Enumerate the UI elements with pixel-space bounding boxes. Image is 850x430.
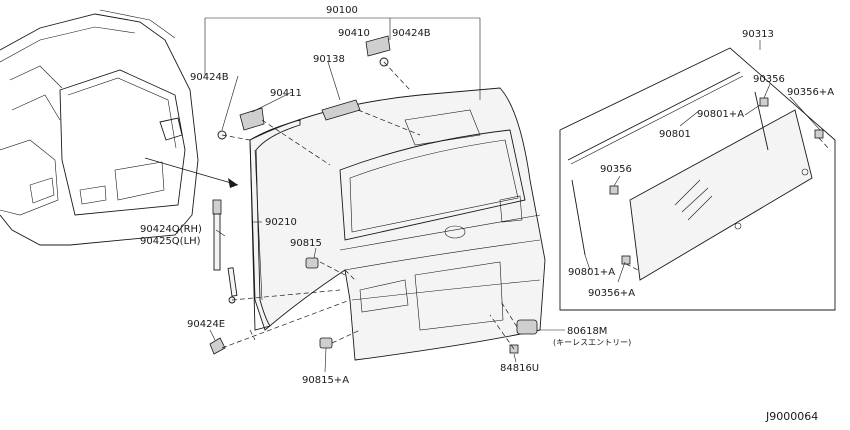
assembly-lines [221,61,518,350]
label-90801: 90801 [659,129,691,140]
stay-90424Q [212,199,238,304]
bumper-90815 [305,257,319,269]
label-90356-mid: 90356 [600,164,632,175]
label-90801A-bot: 90801+A [568,267,615,278]
label-90356-top: 90356 [753,74,785,85]
label-90356A-bot: 90356+A [588,288,635,299]
inner-trim-90210 [249,119,301,331]
label-90424E: 90424E [187,319,225,330]
label-90313: 90313 [742,29,774,40]
bumper-90424E [209,337,226,355]
label-90815: 90815 [290,238,322,249]
label-90425Q: 90425Q(LH) [140,236,201,247]
label-90100: 90100 [326,5,358,16]
hinge-90410 [365,35,391,67]
moulding-90801 [567,71,744,165]
label-80618M: 80618M [567,326,607,337]
direction-arrow [144,157,239,188]
bumper-90815A [319,337,333,349]
label-90424B-top: 90424B [392,28,431,39]
label-90138: 90138 [313,54,345,65]
label-90410: 90410 [338,28,370,39]
glass-box [559,47,836,311]
back-door-glass [629,109,813,281]
moulding-90801A-bot [571,179,586,256]
label-90424B-left: 90424B [190,72,229,83]
label-90424Q: 90424Q(RH) [140,224,202,235]
label-90801A-top: 90801+A [697,109,744,120]
sensor-80618M [516,319,538,335]
label-90356A-top: 90356+A [787,87,834,98]
tailgate-panel [249,87,546,361]
label-90210: 90210 [265,217,297,228]
moulding-90801A-top [754,91,769,151]
label-80618M-note: (キーレスエントリー) [553,338,631,347]
label-90411: 90411 [270,88,302,99]
leader-lines [204,17,821,373]
label-90815A: 90815+A [302,375,349,386]
glass-dashed [625,137,831,271]
vehicle-outline [0,9,199,246]
label-84816U: 84816U [500,363,539,374]
hinge-90411 [217,107,265,140]
diagram-code: J9000064 [765,410,818,423]
part-labels: 90100 90410 90424B 90138 90424B 90411 90… [140,5,834,423]
plate-90138 [321,99,361,121]
